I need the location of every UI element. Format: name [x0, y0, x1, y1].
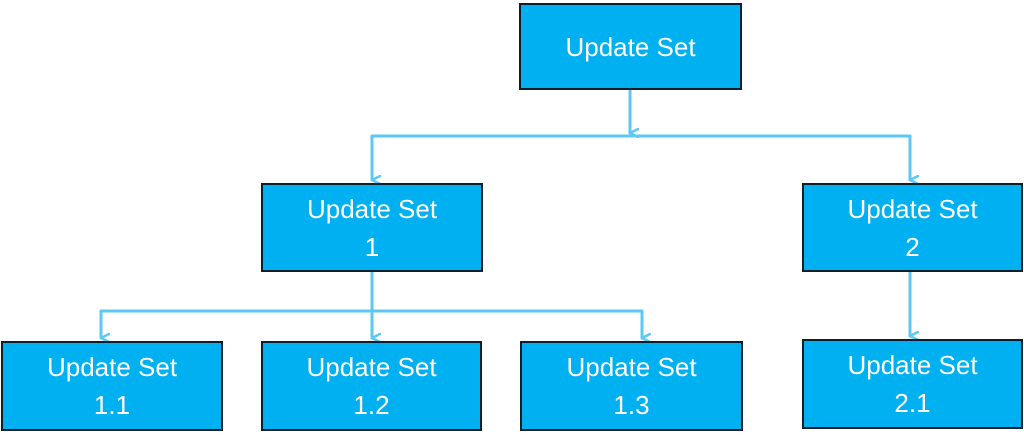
- node-label: Update Set: [306, 352, 437, 382]
- node-number: 1: [364, 231, 380, 262]
- node-label: Update Set: [565, 31, 696, 62]
- node-label: Update Set: [847, 193, 978, 224]
- node-update-set-1: Update Set 1: [261, 183, 483, 272]
- node-update-set-1-1: Update Set 1.1: [1, 341, 223, 431]
- node-number: 2.1: [894, 388, 931, 418]
- node-label: Update Set: [566, 352, 697, 382]
- node-number: 1.1: [93, 390, 131, 420]
- node-number: 1.3: [613, 390, 650, 420]
- node-label: Update Set: [46, 352, 178, 382]
- node-number: 1.2: [353, 390, 390, 420]
- node-update-set-2: Update Set 2: [802, 183, 1023, 272]
- node-label: Update Set: [306, 193, 438, 224]
- node-update-set-1-2: Update Set 1.2: [261, 341, 482, 431]
- node-update-set-2-1: Update Set 2.1: [802, 339, 1023, 429]
- node-label: Update Set: [847, 350, 978, 380]
- node-update-set-root: Update Set: [519, 3, 742, 90]
- node-update-set-1-3: Update Set 1.3: [520, 341, 743, 431]
- node-number: 2: [905, 231, 920, 262]
